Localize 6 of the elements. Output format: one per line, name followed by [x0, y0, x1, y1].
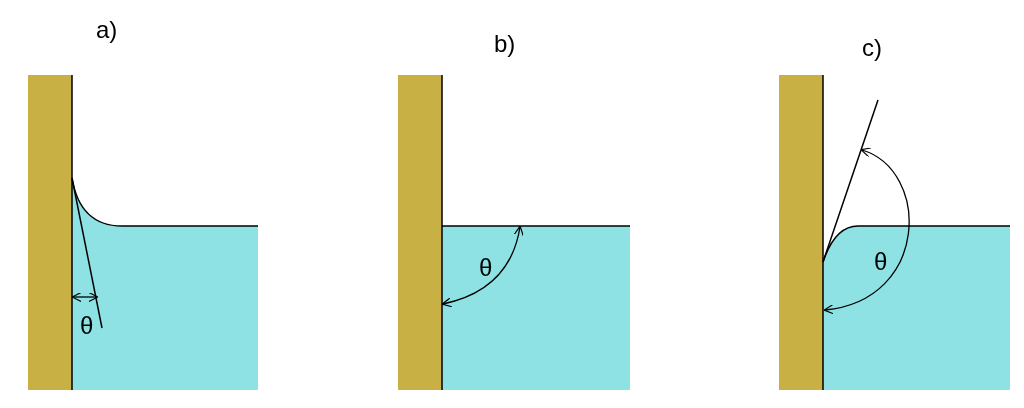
panel-label: c): [862, 36, 882, 60]
angle-symbol: θ: [874, 250, 888, 274]
angle-symbol: θ: [479, 256, 493, 280]
panel-label: a): [96, 18, 118, 42]
angle-symbol: θ: [80, 314, 94, 338]
panel-label: b): [494, 32, 516, 56]
